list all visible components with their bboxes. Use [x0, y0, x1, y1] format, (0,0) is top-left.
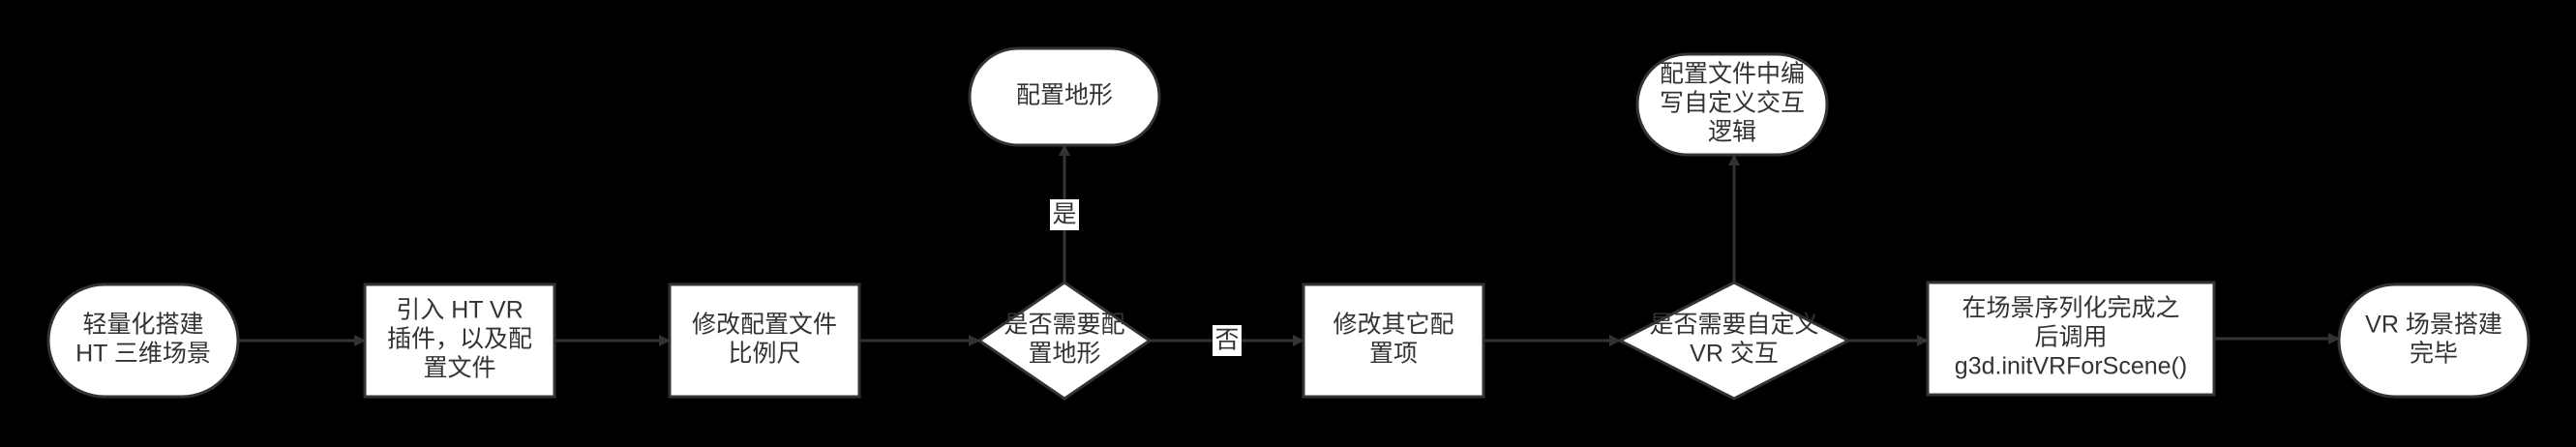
node-label-line: 置项 — [1369, 341, 1418, 368]
node-label-line: VR 交互 — [1690, 341, 1779, 368]
node-label-line: 是否需要配 — [1003, 312, 1124, 339]
node-label-line: 写自定义交互 — [1660, 90, 1805, 117]
node-label-line: 后调用 — [2034, 324, 2107, 351]
node-label-line: 配置文件中编 — [1660, 61, 1805, 88]
decision-diamond — [976, 281, 1153, 401]
node-label-line: 置地形 — [1028, 341, 1100, 368]
edge-label-background — [1050, 199, 1079, 230]
edge-label-text: 是 — [1052, 201, 1076, 228]
decision-diamond — [1616, 281, 1852, 401]
terminal-shape — [1635, 52, 1829, 157]
process-box — [1926, 281, 2216, 397]
node-label-line: g3d.initVRForScene() — [1955, 353, 2187, 380]
node-label-line: 插件，以及配 — [387, 326, 532, 353]
edge-label-text: 否 — [1214, 327, 1239, 354]
process-box — [668, 283, 861, 399]
edge-label-decision_terrain-to-modify_other: 否 — [1213, 325, 1242, 356]
node-label-line: VR 场景搭建 — [2365, 312, 2502, 339]
edge-label-decision_terrain-to-config_terrain: 是 — [1050, 199, 1079, 230]
node-label-line: 逻辑 — [1708, 119, 1756, 146]
process-box — [1302, 283, 1485, 399]
node-label-line: 是否需要自定义 — [1649, 312, 1818, 339]
edge-labels-layer: 是否 — [1050, 199, 1242, 356]
terminal-shape — [46, 283, 240, 399]
node-label-line: 比例尺 — [728, 341, 800, 368]
node-label-line: 完毕 — [2410, 341, 2458, 368]
terminal-shape — [968, 46, 1161, 147]
node-label-line: 修改其它配 — [1333, 312, 1453, 339]
process-box — [363, 283, 556, 399]
edge-label-background — [1213, 325, 1242, 356]
node-label-line: HT 三维场景 — [75, 341, 211, 368]
node-label-line: 配置地形 — [1016, 82, 1113, 109]
terminal-shape — [2337, 283, 2531, 399]
node-label-line: 修改配置文件 — [692, 312, 837, 339]
node-config-terrain: 配置地形 — [968, 46, 1161, 147]
node-label-line: 在场景序列化完成之 — [1962, 295, 2179, 322]
node-label-line: 轻量化搭建 — [82, 312, 203, 339]
node-label-line: 引入 HT VR — [396, 297, 524, 324]
node-label-line: 置文件 — [423, 355, 495, 382]
